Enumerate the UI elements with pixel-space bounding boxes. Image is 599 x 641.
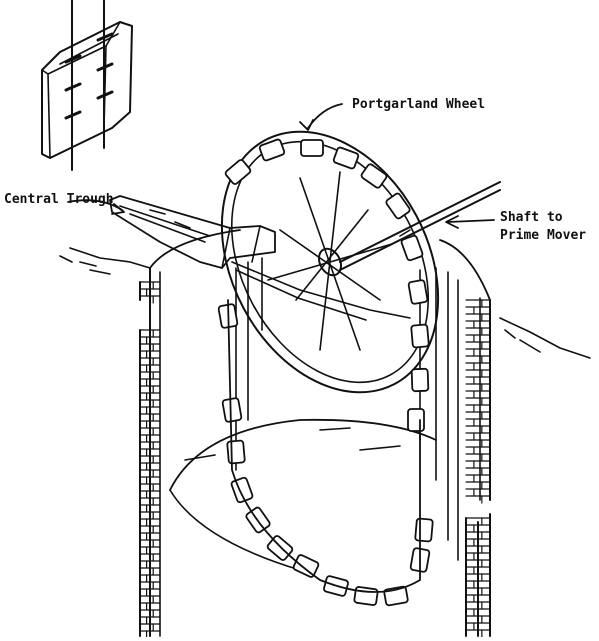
brickwork-left <box>139 281 161 639</box>
trough-label: Central Trough <box>4 192 114 207</box>
bucket-chain <box>217 138 434 607</box>
bucket <box>266 535 294 561</box>
bucket <box>258 138 286 162</box>
bucket <box>410 323 430 349</box>
shaft-label-line2: Prime Mover <box>500 228 587 243</box>
bucket <box>332 146 360 170</box>
bucket <box>226 439 246 465</box>
inset-bucket-detail <box>41 0 133 171</box>
drive-shaft <box>339 181 501 271</box>
bucket <box>407 408 425 432</box>
ground-surface <box>59 247 591 359</box>
bucket <box>224 159 252 185</box>
bucket <box>400 234 424 262</box>
label-leaders <box>67 103 495 229</box>
bucket <box>292 554 320 578</box>
brickwork-right <box>465 299 491 638</box>
bucket <box>230 476 254 504</box>
bucket <box>414 517 434 543</box>
chain-line <box>227 299 421 593</box>
bucket <box>385 192 411 220</box>
bucket <box>410 367 430 393</box>
bucket <box>221 397 243 423</box>
bucket <box>360 163 388 189</box>
bucket <box>300 139 324 157</box>
bucket <box>353 586 379 606</box>
well-shaft <box>139 229 491 637</box>
bucket <box>407 279 429 305</box>
central-trough <box>109 195 276 269</box>
shaft-label-line1: Shaft to <box>500 210 563 225</box>
wheel-label: Portgarland Wheel <box>352 97 486 112</box>
